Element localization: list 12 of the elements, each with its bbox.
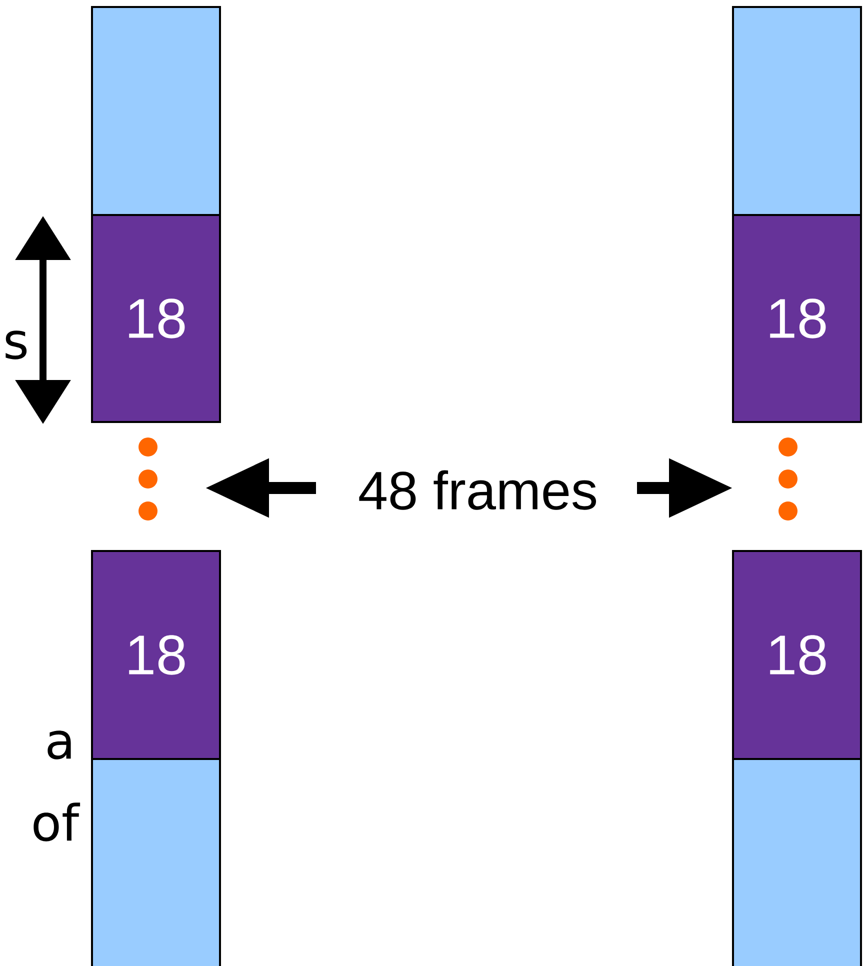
frame-box: 18 (91, 550, 221, 760)
frame-box (732, 6, 862, 216)
frame-box (91, 758, 221, 966)
label-text: of (34, 802, 80, 842)
frame-box: 18 (91, 214, 221, 423)
label-text: s (6, 330, 27, 360)
frame-box (91, 6, 221, 216)
label-text: a (48, 730, 71, 760)
frame-box: 18 (732, 214, 862, 423)
frame-box: 18 (732, 550, 862, 760)
frame-box (732, 758, 862, 966)
label-text: 48 frames (359, 470, 596, 510)
